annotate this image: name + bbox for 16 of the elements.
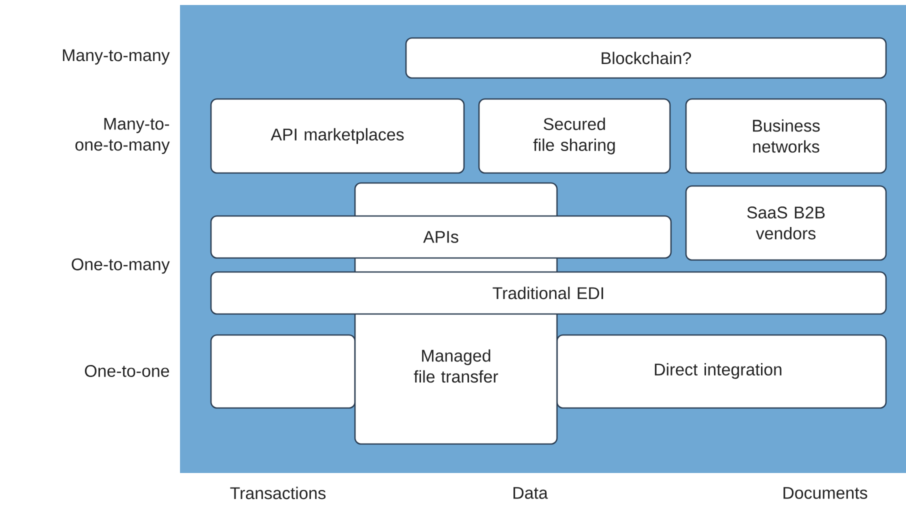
row-label: One-to-many <box>72 258 170 274</box>
row-label: One-to-one <box>84 365 170 377</box>
category-box: API marketplaces <box>210 98 465 174</box>
row-label: Many-to-one-to-many <box>75 118 170 154</box>
column-label: Data <box>514 487 548 499</box>
column-label: Transactions <box>230 486 326 500</box>
category-box: Direct integration <box>556 334 887 409</box>
category-box: Business networks <box>685 98 887 174</box>
category-box: APIs <box>210 215 672 259</box>
empty-box <box>210 334 356 409</box>
category-box: SaaS B2B vendors <box>685 185 887 261</box>
category-box: Blockchain? <box>405 37 887 79</box>
category-box: Traditional EDI <box>210 271 887 315</box>
row-label: Many-to-many <box>62 49 170 65</box>
column-label: Documents <box>784 487 868 499</box>
category-box: Secured file sharing <box>478 98 671 174</box>
